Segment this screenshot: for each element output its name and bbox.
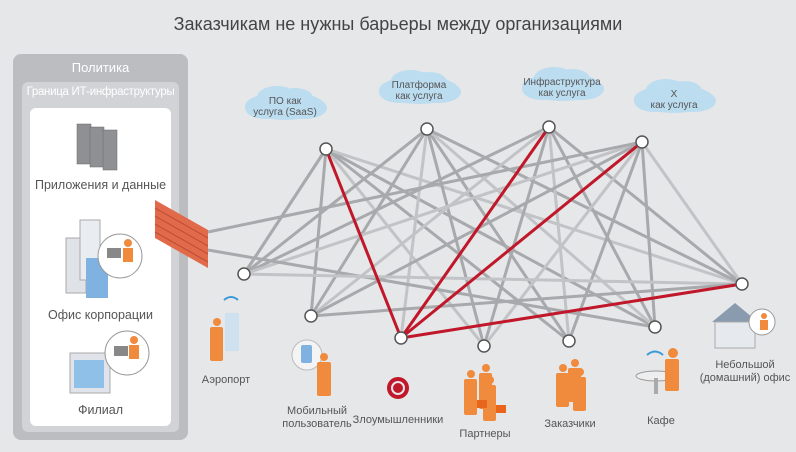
network-link [243,125,550,276]
home-office-label-line2: (домашний) офис [699,372,791,384]
cloud-label: как услуга [395,91,442,102]
cloud-label: Инфраструктура [523,76,601,88]
network-node [304,309,318,323]
network-node [542,120,556,134]
network-link [482,141,644,347]
network-link [207,248,656,329]
network-link [243,272,743,286]
mobile-user-icon [291,339,331,396]
partners-icon [464,364,506,421]
it-boundary-label: Граница ИТ-инфраструктуры [26,86,175,98]
network-link [243,127,428,276]
cloud-label: Платформа [392,79,447,91]
network-link [325,147,656,329]
network-node [648,320,662,334]
apps-data-label: Приложения и данные [34,178,167,192]
policy-label: Политика [71,60,130,75]
network-node [635,135,649,149]
threat-link [324,148,403,339]
cloud-label: как услуга [538,88,585,99]
network-node [394,331,408,345]
corporate-office-label: Офис корпорации [48,308,153,322]
threat-link [400,140,643,340]
network-link [425,128,571,342]
threat-link [400,282,743,340]
firewall-icon [154,200,209,268]
network-link [309,148,328,317]
airport-label: Аэропорт [201,374,251,386]
network-link [482,126,551,347]
policy-zone: Политика Граница ИТ-инфраструктуры [13,54,188,440]
network-node [562,334,576,348]
network-link [324,148,486,347]
network-link [547,126,571,342]
mobile-user-label-line2: пользователь [282,418,352,430]
cloud-label: как услуга [650,100,697,111]
network-link [567,141,644,342]
cafe-label: Кафе [647,415,675,427]
biohazard-icon [387,377,409,399]
attackers-label: Злоумышленники [352,414,444,426]
network-node [319,142,333,156]
cafe-icon [635,348,679,394]
home-office-icon [712,303,776,349]
network-link [547,126,657,328]
network-link [243,140,643,276]
network-link [640,141,657,328]
network-node [477,339,491,353]
airport-kiosk-icon [210,296,239,361]
mobile-user-label: Мобильный пользователь [272,405,362,431]
cloud-label: X [671,89,678,100]
network-link [640,141,744,285]
network-link [425,128,486,347]
network-link [242,148,328,275]
customers-icon [556,359,586,411]
network-link [310,125,550,318]
network-link [310,282,743,318]
network-node [420,122,434,136]
network-link [309,128,429,317]
network-node [735,277,749,291]
branch-office-label: Филиал [77,403,123,417]
cloud-label: услуга (SaaS) [253,107,317,118]
mobile-user-label-line1: Мобильный [286,405,348,417]
partners-label: Партнеры [459,428,511,440]
cloud-label: ПО как [269,96,302,107]
customers-label: Заказчики [544,418,596,430]
home-office-label: Небольшой (домашний) офис [695,359,795,385]
network-link [325,147,743,286]
network-node [237,267,251,281]
home-office-label-line1: Небольшой [715,359,775,371]
network-link [426,127,743,286]
page-title: Заказчикам не нужны барьеры между органи… [173,14,623,34]
threat-link [399,126,551,339]
